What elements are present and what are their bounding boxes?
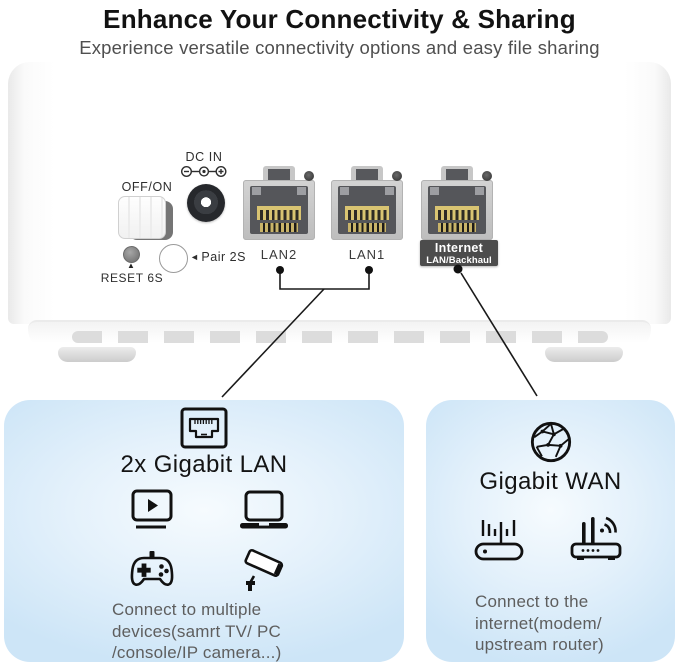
- rj45-port-lan1: [331, 166, 403, 240]
- page-title: Enhance Your Connectivity & Sharing: [103, 4, 576, 34]
- rj45-port-lan2: [243, 166, 315, 240]
- reset-button: [123, 246, 140, 263]
- pair-label: ◄ Pair 2S: [190, 250, 260, 264]
- rj45-port-internet: [421, 166, 493, 240]
- dc-polarity-icon: [180, 165, 227, 178]
- lan-card-title: 2x Gigabit LAN: [120, 451, 288, 478]
- reset-label: RESET 6S: [100, 271, 164, 285]
- globe-network-icon: [530, 421, 572, 463]
- dc-power-jack: [187, 184, 225, 222]
- modem-icon: [474, 520, 524, 561]
- internet-port-badge: Internet LAN/Backhaul: [420, 240, 498, 266]
- device-foot-right: [545, 347, 623, 362]
- reset-arrow-icon: ▲: [127, 261, 135, 270]
- screw-icon: [304, 171, 314, 181]
- wan-card-description: Connect to the internet(modem/ upstream …: [475, 592, 604, 655]
- lan2-label: LAN2: [260, 247, 298, 262]
- laptop-icon: [240, 490, 288, 529]
- vent-strip: [72, 331, 608, 343]
- pair-button: [159, 244, 188, 273]
- lan-card-description: Connect to multiple devices(samrt TV/ PC…: [112, 600, 282, 663]
- screw-icon: [482, 171, 492, 181]
- dc-in-label: DC IN: [185, 150, 223, 164]
- internet-label: Internet: [434, 241, 484, 255]
- lan-backhaul-label: LAN/Backhaul: [426, 254, 492, 266]
- lan1-label: LAN1: [348, 247, 386, 262]
- device-foot-left: [58, 347, 136, 362]
- wan-card-title: Gigabit WAN: [479, 468, 622, 495]
- power-switch: [118, 196, 174, 241]
- wan-feature-card: Gigabit WAN Connect to the internet(mode…: [426, 400, 675, 662]
- power-switch-label: OFF/ON: [121, 180, 173, 194]
- screw-icon: [392, 171, 402, 181]
- gamepad-icon: [130, 551, 174, 587]
- switch-face: [118, 196, 166, 239]
- tv-icon: [131, 489, 173, 529]
- cctv-camera-icon: [244, 548, 284, 591]
- pair-label-text: Pair 2S: [201, 250, 246, 264]
- wifi-router-icon: [570, 516, 622, 560]
- page-subtitle: Experience versatile connectivity option…: [79, 37, 600, 58]
- pair-arrow-icon: ◄: [190, 251, 200, 262]
- lan-feature-card: 2x Gigabit LAN C: [4, 400, 404, 662]
- ethernet-port-icon: [180, 407, 228, 449]
